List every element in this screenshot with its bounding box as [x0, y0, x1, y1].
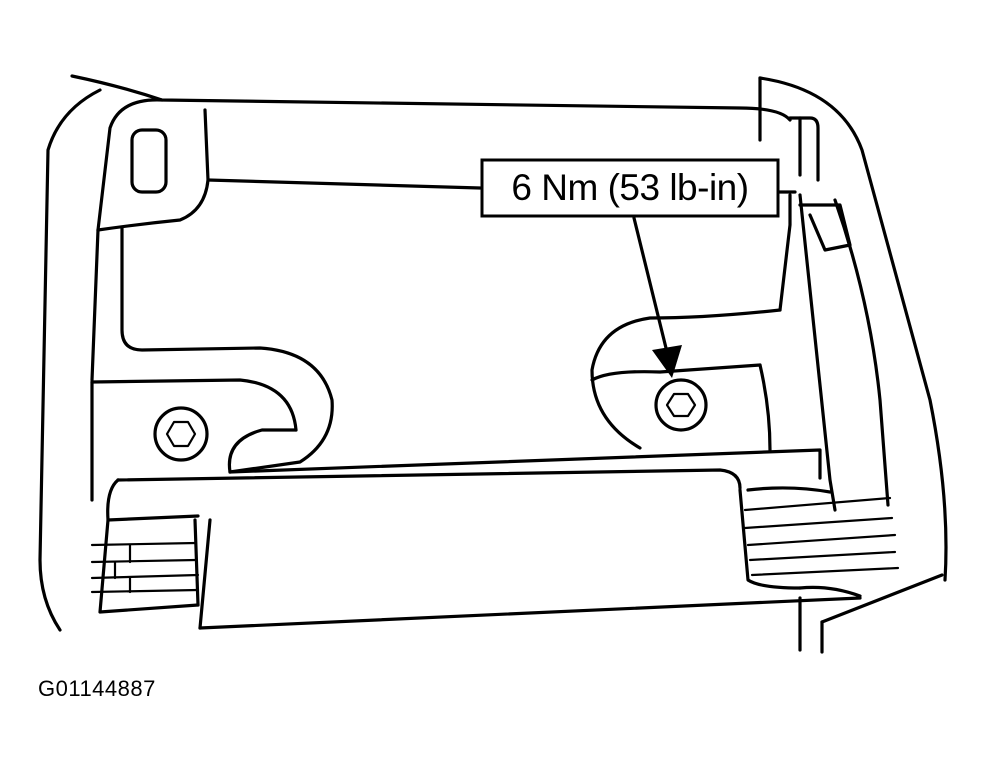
right-rail [738, 193, 944, 654]
slot-right [788, 116, 820, 182]
left-connector [90, 518, 200, 614]
bracket-plate [90, 98, 862, 630]
figure-id: G01144887 [38, 676, 156, 701]
slot-left [130, 128, 168, 194]
outer-housing [38, 74, 948, 632]
right-mounting-lobe [590, 193, 792, 452]
torque-spec-label: 6 Nm (53 lb-in) [511, 167, 749, 208]
callout-box [480, 158, 780, 218]
arrow-icon [632, 216, 682, 378]
hex-socket-bolt-icon [153, 406, 209, 462]
hex-socket-bolt-icon [654, 378, 708, 432]
